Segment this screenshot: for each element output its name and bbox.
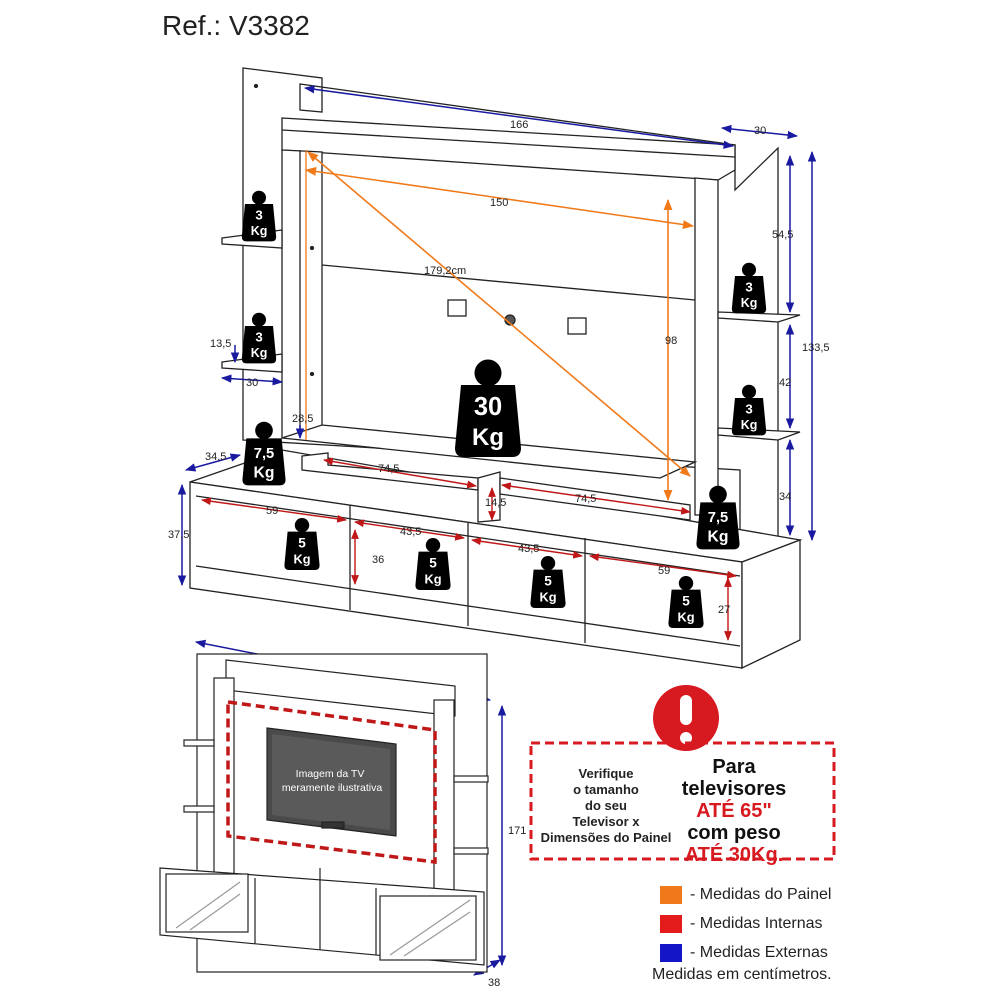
warning-size-limit: ATÉ 65" xyxy=(696,800,772,822)
legend-swatch-panel xyxy=(660,885,682,904)
warning-weight-limit: ATÉ 30Kg. xyxy=(684,844,784,866)
dim-niche-1: 43,5 xyxy=(400,526,421,538)
dim-shelf-width: 30 xyxy=(246,377,258,389)
warning-check-text: Verifique o tamanho do seu Televisor x D… xyxy=(536,766,676,846)
dim-base-height: 37,5 xyxy=(168,529,189,541)
weight-badge-drawer-4: 5Kg xyxy=(668,576,704,628)
warning-limit-text: Para televisores ATÉ 65" com peso ATÉ 30… xyxy=(662,756,806,866)
dim-overall-depth: 38 xyxy=(488,977,500,989)
legend-item-external: - Medidas Externas xyxy=(660,938,831,967)
weight-value: 5 xyxy=(544,574,552,589)
warning-tv-label: Para televisores xyxy=(681,756,787,800)
weight-unit: Kg xyxy=(741,418,758,432)
external-dimensions xyxy=(177,85,817,976)
left-column xyxy=(281,149,323,439)
dim-top-width: 166 xyxy=(510,119,528,131)
dim-drawer-left: 59 xyxy=(266,505,278,517)
dim-shelf-depth: 13,5 xyxy=(210,338,231,350)
legend-label: - Medidas Externas xyxy=(690,943,828,961)
warning-icon xyxy=(653,685,719,751)
dim-drawer-right: 59 xyxy=(658,565,670,577)
warning-left-line: o tamanho xyxy=(573,782,639,797)
dim-right-upper: 54,5 xyxy=(772,229,793,241)
tv-area-outline xyxy=(226,699,437,864)
weight-value: 7,5 xyxy=(708,510,728,526)
weight-unit: Kg xyxy=(293,552,310,567)
weight-badge-panel: 30Kg xyxy=(455,359,521,457)
legend: - Medidas do Painel - Medidas Internas -… xyxy=(660,880,831,967)
weight-value: 3 xyxy=(745,402,752,417)
reference-title: Ref.: V3382 xyxy=(162,10,310,41)
weight-unit: Kg xyxy=(424,572,441,587)
dim-base-depth: 34,5 xyxy=(205,451,226,463)
weight-badge-shelf-tr: 3Kg xyxy=(731,262,767,314)
tv-note-line-1: Imagem da TV xyxy=(296,768,365,780)
weight-value: 5 xyxy=(298,536,306,551)
weight-unit: Kg xyxy=(741,296,758,310)
weight-value: 3 xyxy=(745,280,752,295)
weight-badge-drawer-2: 5Kg xyxy=(415,538,451,590)
weight-badge-drawer-3: 5Kg xyxy=(530,556,566,608)
weight-unit: Kg xyxy=(254,465,275,482)
dim-depth-top: 30 xyxy=(754,125,766,137)
dim-panel-width: 150 xyxy=(490,197,508,209)
warning-left-line: Televisor x xyxy=(572,814,640,829)
weight-badge-shelf-mr: 3Kg xyxy=(731,384,767,436)
dim-right-lower: 34 xyxy=(779,491,791,503)
weight-value: 7,5 xyxy=(254,446,274,462)
legend-swatch-external xyxy=(660,943,682,962)
units-note: Medidas em centímetros. xyxy=(652,966,832,983)
weight-unit: Kg xyxy=(539,590,556,605)
weight-value: 3 xyxy=(255,330,262,345)
dim-total-height: 133,5 xyxy=(802,342,830,354)
weight-badge-shelf-ml: 3Kg xyxy=(241,312,277,364)
weight-badge-base-left: 7,5Kg xyxy=(242,421,286,486)
right-column xyxy=(694,177,719,516)
dim-niche-height: 36 xyxy=(372,554,384,566)
dim-mid-gap: 14,5 xyxy=(485,497,506,509)
legend-label: - Medidas Internas xyxy=(690,914,823,932)
warning-left-line: Dimensões do Painel xyxy=(540,830,672,845)
warning-left-line: do seu xyxy=(585,798,627,813)
dim-panel-height: 98 xyxy=(665,335,677,347)
dim-mid-shelf-left: 74,5 xyxy=(378,463,399,475)
dim-diagonal: 179,2cm xyxy=(424,265,466,277)
weight-value: 5 xyxy=(682,594,690,609)
right-shelf-top xyxy=(717,311,801,323)
weight-badge-base-right: 7,5Kg xyxy=(696,485,740,550)
weight-unit: Kg xyxy=(251,346,268,360)
dim-drawer-height: 27 xyxy=(718,604,730,616)
legend-swatch-internal xyxy=(660,914,682,933)
dimension-labels: 166 30 150 179,2cm 98 54,5 42 34 133,5 1… xyxy=(168,119,830,989)
warning-weight-label: com peso xyxy=(687,822,781,844)
dim-overall-height: 171 xyxy=(508,825,526,837)
dim-right-mid: 42 xyxy=(779,377,791,389)
dim-mid-shelf-right: 74,5 xyxy=(575,493,596,505)
dim-niche-2: 43,5 xyxy=(518,543,539,555)
dim-left-shelf-span: 28,5 xyxy=(292,413,313,425)
weight-value: 3 xyxy=(255,208,262,223)
weight-badge-drawer-1: 5Kg xyxy=(284,518,320,570)
tv-note-line-2: meramente ilustrativa xyxy=(282,782,383,794)
weight-unit: Kg xyxy=(251,224,268,238)
front-elevation xyxy=(159,653,489,973)
legend-item-internal: - Medidas Internas xyxy=(660,909,831,938)
panel-dimensions xyxy=(304,150,695,502)
base-side xyxy=(741,539,801,670)
legend-label: - Medidas do Painel xyxy=(690,885,832,903)
weight-unit: Kg xyxy=(472,424,504,451)
legend-item-panel: - Medidas do Painel xyxy=(660,880,831,909)
weight-unit: Kg xyxy=(708,529,729,546)
internal-dimensions xyxy=(201,457,737,641)
warning-left-line: Verifique xyxy=(578,766,634,781)
weight-value: 30 xyxy=(474,393,502,421)
weight-unit: Kg xyxy=(677,610,694,625)
weight-value: 5 xyxy=(429,556,437,571)
weight-badge-shelf-tl: 3Kg xyxy=(241,190,277,242)
